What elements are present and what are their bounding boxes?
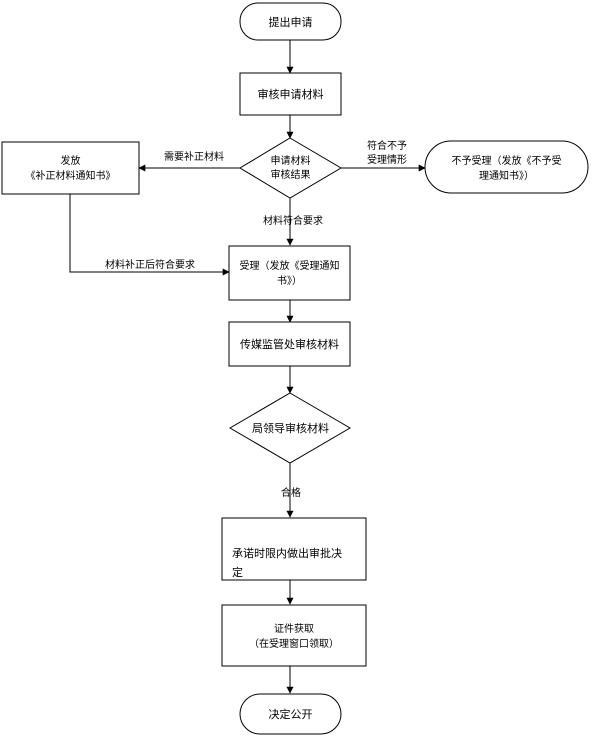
node-leader: 局领导审核材料: [229, 392, 351, 464]
node-media-text: 传媒监管处审核材料: [240, 337, 339, 351]
node-media: 传媒监管处审核材料: [228, 321, 351, 367]
node-submit-text: 提出申请: [269, 15, 313, 29]
node-promise: 承诺时限内做出审批决 定: [221, 517, 367, 581]
node-cert-text-1: 证件获取: [274, 623, 314, 635]
node-reject: 不予受理（发放《不予受 理通知书》）: [424, 140, 589, 194]
node-cert: 证件获取 （在受理窗口领取）: [221, 604, 367, 667]
label-not-meet-1: 符合不予: [367, 139, 407, 152]
label-qualified: 合格: [281, 486, 301, 499]
node-reject-text-2: 理通知书》）: [479, 169, 534, 182]
node-publish-text: 决定公开: [269, 707, 313, 721]
node-accept-text-2: 书》）: [277, 275, 302, 287]
node-review-text: 审核申请材料: [258, 87, 324, 101]
node-submit: 提出申请: [239, 2, 342, 41]
node-accept-text-1: 受理（发放《受理通知: [240, 259, 340, 272]
node-cert-text-2: （在受理窗口领取）: [249, 637, 339, 650]
node-publish: 决定公开: [239, 693, 342, 735]
edge-correct-accept: [69, 194, 230, 276]
node-correct-text-2: 《补正材料通知书》: [26, 169, 116, 182]
node-decide-text-2: 审核结果: [271, 168, 311, 181]
node-accept: 受理（发放《受理通知 书》）: [228, 245, 351, 301]
node-promise-text-2: 定: [232, 565, 243, 579]
node-decide: 申请材料 审核结果: [239, 137, 342, 199]
node-correct: 发放 《补正材料通知书》: [1, 141, 140, 195]
node-reject-text-1: 不予受理（发放《不予受: [452, 154, 562, 167]
label-after-correct: 材料补正后符合要求: [105, 258, 195, 271]
node-leader-text: 局领导审核材料: [252, 421, 329, 435]
label-meet: 材料符合要求: [263, 214, 323, 227]
node-correct-text-1: 发放: [61, 154, 81, 167]
label-need-correct: 需要补正材料: [164, 150, 224, 163]
label-not-meet-2: 受理情形: [367, 153, 407, 166]
node-decide-text-1: 申请材料: [271, 154, 311, 167]
node-promise-text-1: 承诺时限内做出审批决: [232, 546, 342, 560]
node-review: 审核申请材料: [239, 72, 342, 116]
